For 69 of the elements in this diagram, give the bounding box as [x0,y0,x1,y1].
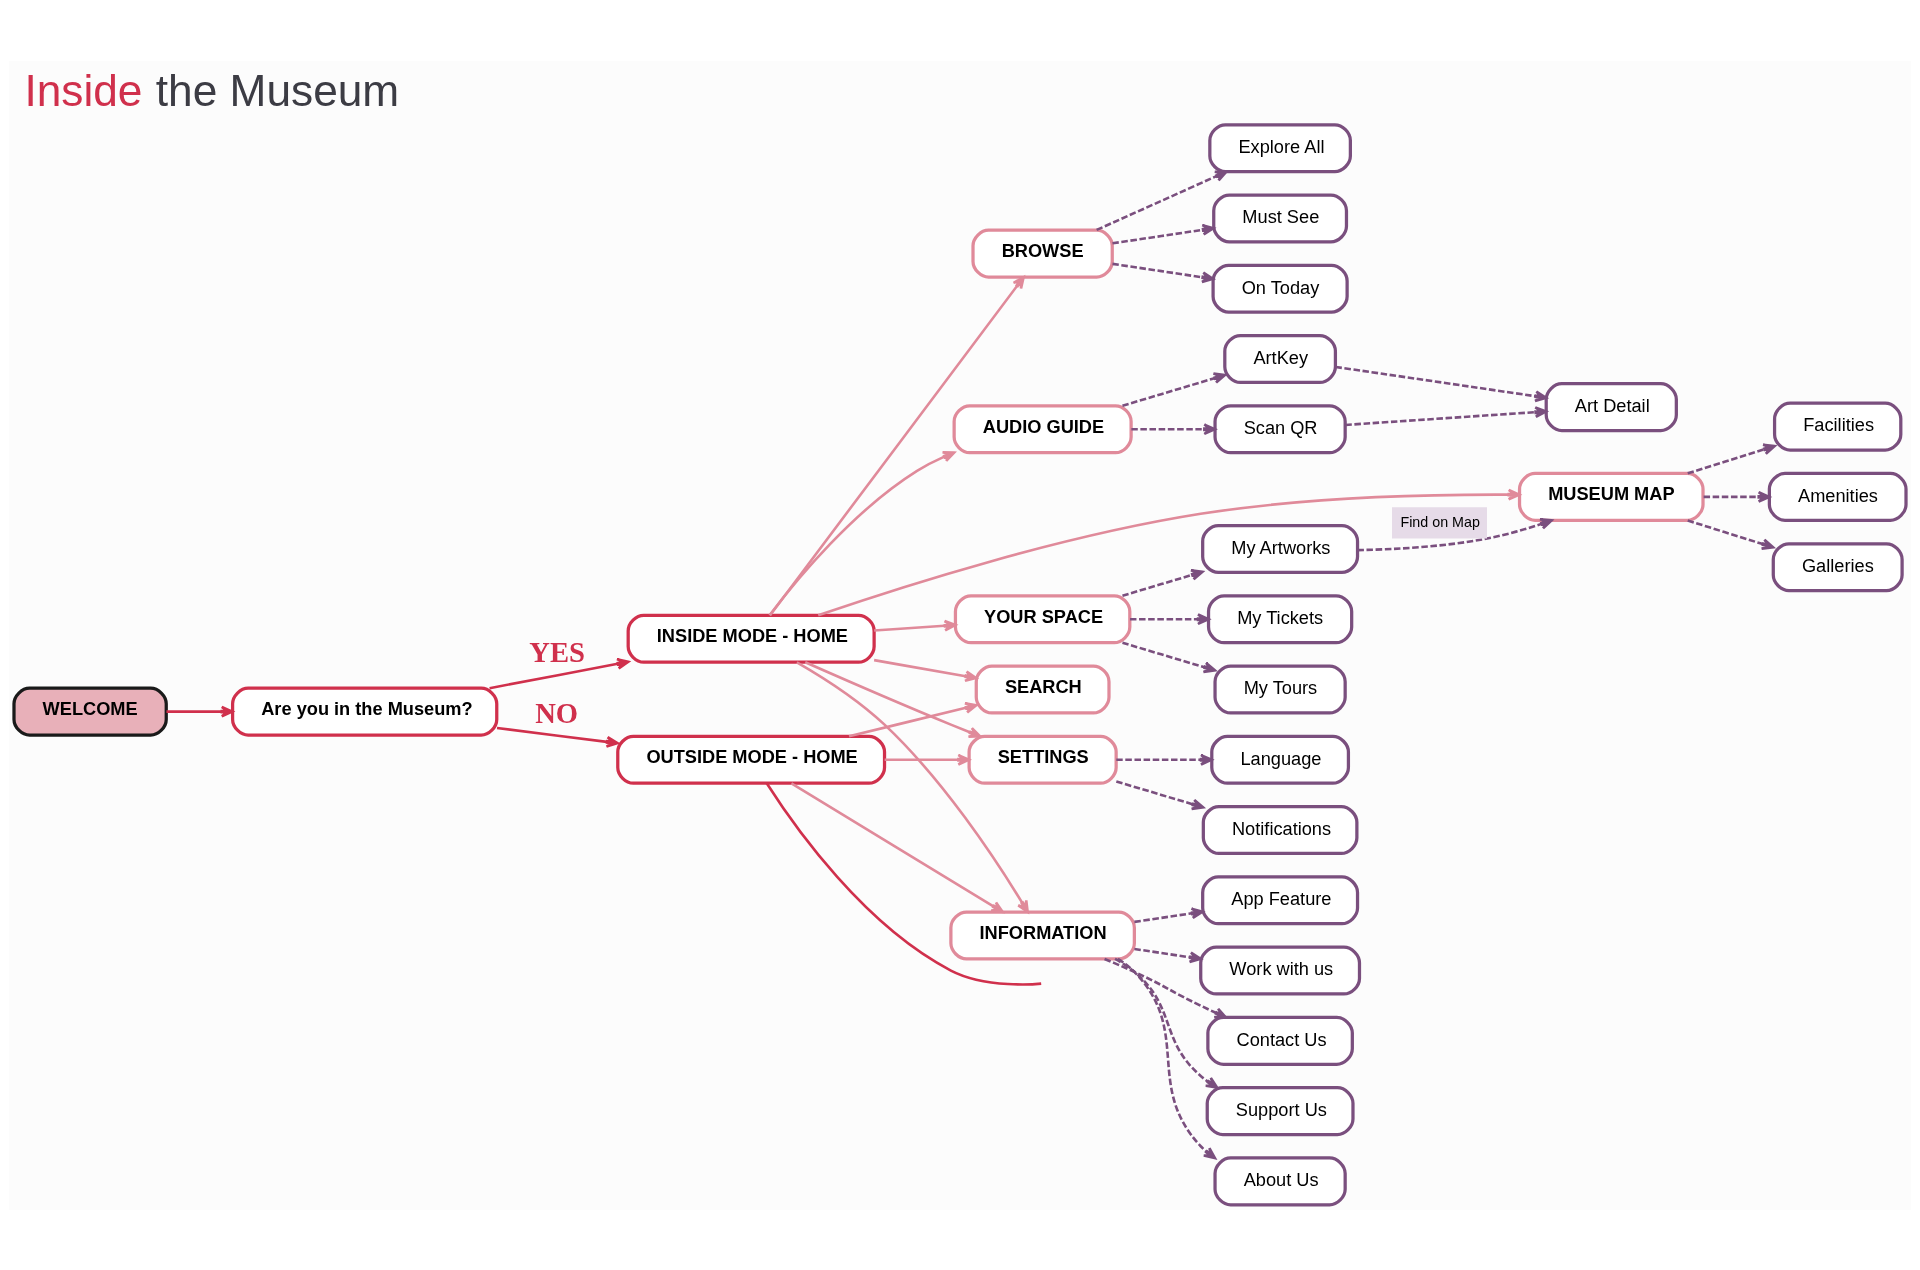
node-box: My Tickets [1206,593,1354,644]
arrow [1116,753,1213,766]
arrow [1134,906,1204,923]
arrow [1131,422,1217,435]
arrow [1687,518,1775,550]
node-box: BROWSE [971,228,1114,279]
node-box: Art Detail [1544,381,1678,432]
node-box: Language [1210,734,1351,785]
arrow [1703,490,1771,503]
arrow [804,660,982,738]
node-box: Galleries [1771,541,1904,592]
diagram-title: Inside the Museum [24,65,400,114]
node-box: Must See [1212,192,1349,243]
edge-label: YES [529,635,585,668]
node-box: INFORMATION [949,909,1136,960]
node-box: Facilities [1772,401,1903,452]
node-box: INSIDE MODE - HOME [626,613,876,664]
arrow [1345,405,1548,426]
node-box: MUSEUM MAP [1517,471,1705,522]
arrow [873,658,978,682]
arrow [1134,947,1202,963]
arrow [1335,365,1548,402]
arrow [1104,957,1228,1019]
arrow [1115,779,1205,810]
edge-label: NO [535,696,579,729]
arrow [166,705,234,718]
node-box: AUDIO GUIDE [952,403,1133,454]
arrow [1122,641,1217,673]
node-box: App Feature [1201,874,1360,925]
arrow [874,619,957,632]
node-box: Scan QR [1213,403,1347,454]
arrow [1122,568,1204,597]
arrow [489,657,630,689]
arrow [884,753,971,766]
arrow [1687,442,1776,475]
edge-label: Find on Map [1400,513,1480,530]
node-box: ArtKey [1223,333,1338,384]
arrow [790,781,1004,913]
node-box: Amenities [1767,471,1908,522]
node-box: Explore All [1208,122,1352,173]
node-box: About Us [1213,1155,1347,1206]
arrow [768,450,956,616]
arrow [769,275,1025,616]
node-box: Work with us [1199,945,1362,996]
node-box: SETTINGS [967,734,1118,785]
arrow [848,701,978,738]
arrow [1114,957,1219,1089]
node-box: Notifications [1201,804,1359,855]
arrow [1112,262,1215,283]
node-box: Support Us [1205,1085,1355,1136]
arrow [1122,371,1227,407]
connector [765,782,1042,986]
arrow [1130,612,1210,625]
node-box: YOUR SPACE [953,593,1132,644]
node-box: WELCOME [12,686,168,737]
node-box: My Tours [1213,663,1347,715]
arrow [796,660,1029,913]
node-box: OUTSIDE MODE - HOME [616,734,887,785]
node-box: SEARCH [974,663,1111,715]
arrow [1112,223,1215,245]
arrow [1357,517,1553,551]
node-box: Contact Us [1206,1015,1354,1066]
node-box: On Today [1211,263,1349,314]
arrow [1117,957,1217,1159]
arrow [817,488,1521,616]
arrow [496,726,619,748]
node-box: Are you in the Museum? [230,686,499,737]
node-box: My Artworks [1201,523,1360,574]
arrow [1096,169,1228,231]
